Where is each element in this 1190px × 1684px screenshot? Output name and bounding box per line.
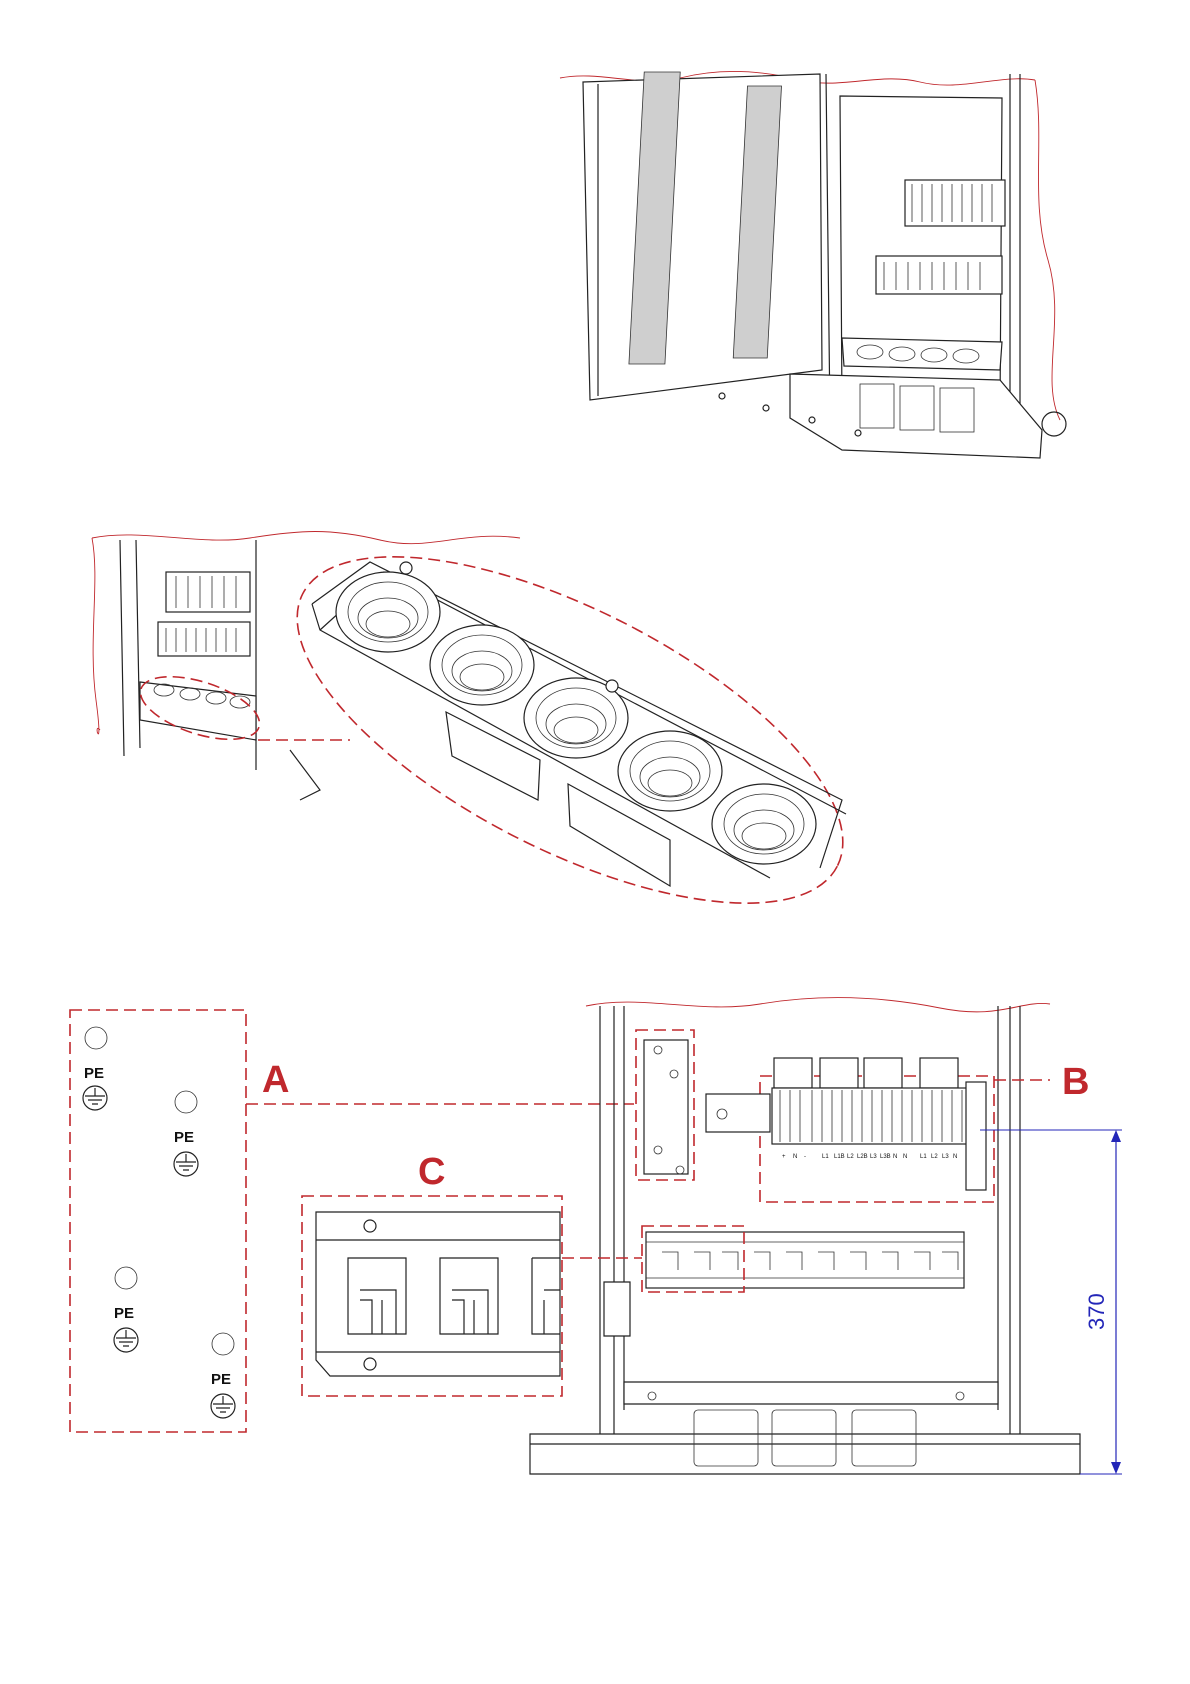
pe-label: PE xyxy=(84,1065,104,1082)
cable-gland-icon xyxy=(336,572,440,652)
svg-text:L2: L2 xyxy=(847,1154,854,1160)
screw-icon xyxy=(400,562,412,574)
svg-text:L1B: L1B xyxy=(834,1154,845,1160)
svg-text:N: N xyxy=(893,1154,897,1160)
screw-icon xyxy=(719,393,725,399)
cable-gland-icon xyxy=(618,731,722,811)
pe-label: PE xyxy=(114,1305,134,1322)
screw-icon xyxy=(606,680,618,692)
svg-text:L1: L1 xyxy=(822,1154,829,1160)
svg-text:N: N xyxy=(953,1154,957,1160)
dimension-value: 370 xyxy=(1084,1293,1109,1330)
screw-icon xyxy=(855,430,861,436)
svg-text:+: + xyxy=(782,1154,786,1160)
svg-text:N: N xyxy=(793,1154,797,1160)
pe-label: PE xyxy=(211,1371,231,1388)
cable-gland-icon xyxy=(712,784,816,864)
callout-c-label: C xyxy=(418,1151,445,1193)
figure-cabinet-door-open xyxy=(560,71,1066,458)
earth-terminal-2: PE xyxy=(174,1091,198,1176)
earth-terminal-4: PE xyxy=(211,1333,235,1418)
terminal-labels-output: L1 L2 L3 N xyxy=(920,1154,957,1160)
screw-icon xyxy=(809,417,815,423)
svg-text:L3B: L3B xyxy=(880,1154,891,1160)
figure-front-view: PE PE PE PE xyxy=(70,998,1122,1474)
cable-gland-icon xyxy=(430,625,534,705)
earth-ground-icon xyxy=(114,1328,138,1352)
earth-ground-icon xyxy=(211,1394,235,1418)
svg-text:L3: L3 xyxy=(870,1154,877,1160)
svg-text:L1: L1 xyxy=(920,1154,927,1160)
earth-terminal-1: PE xyxy=(83,1027,107,1110)
svg-text:L2: L2 xyxy=(931,1154,938,1160)
pe-label: PE xyxy=(174,1129,194,1146)
svg-text:L2B: L2B xyxy=(857,1154,868,1160)
callout-a-label: A xyxy=(262,1059,289,1101)
earth-terminal-3: PE xyxy=(114,1267,138,1352)
svg-text:L3: L3 xyxy=(942,1154,949,1160)
callout-b-label: B xyxy=(1062,1061,1089,1103)
svg-text:N: N xyxy=(903,1154,907,1160)
earth-ground-icon xyxy=(174,1152,198,1176)
terminal-labels-battery: + N - xyxy=(782,1154,806,1160)
figure-cable-gland-detail xyxy=(92,487,892,973)
earth-ground-icon xyxy=(83,1086,107,1110)
screw-icon xyxy=(763,405,769,411)
terminal-labels-input: L1 L1B L2 L2B L3 L3B N N xyxy=(822,1154,907,1160)
svg-text:-: - xyxy=(804,1154,806,1160)
